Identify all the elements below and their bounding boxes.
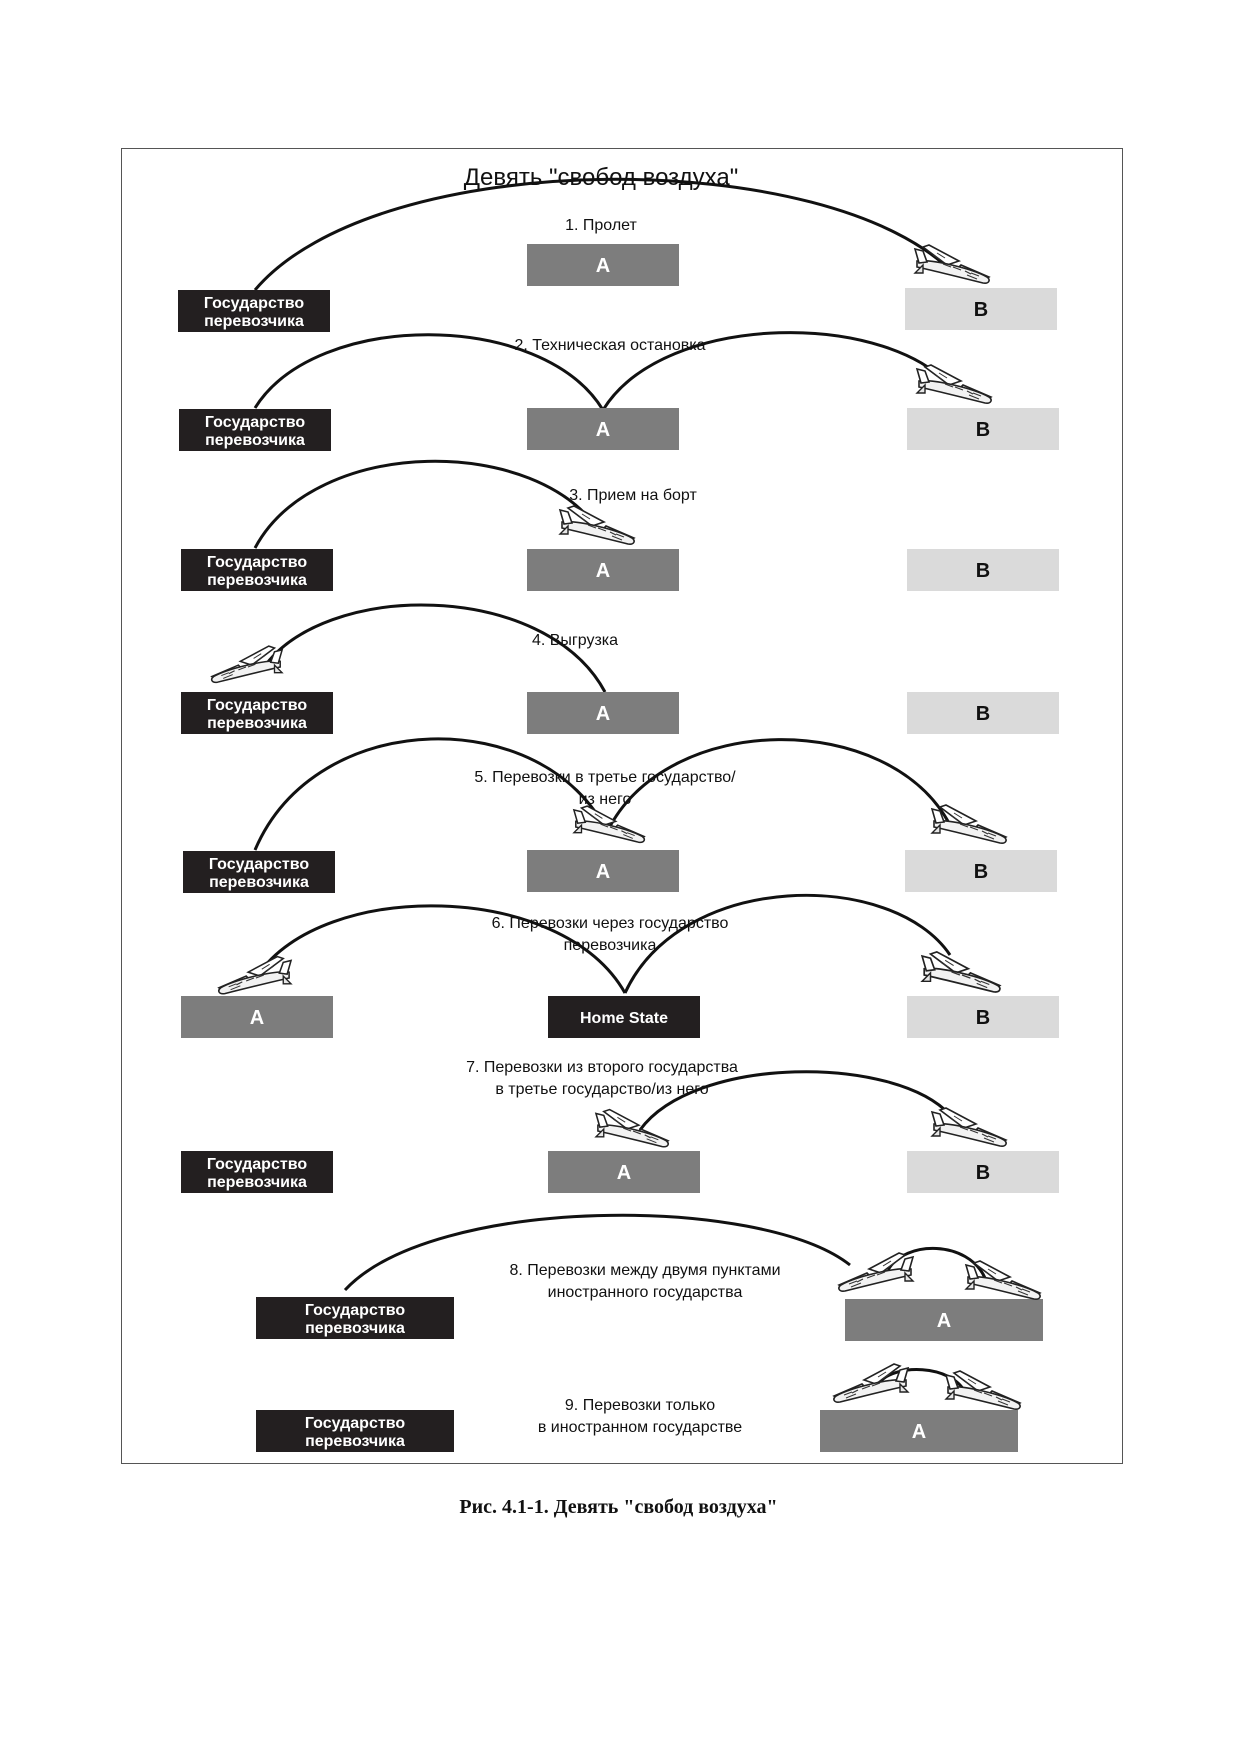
route-arc-5b (605, 738, 952, 833)
state-b-label: B (976, 1007, 990, 1029)
state-b-box: B (907, 408, 1059, 450)
state-a-box: A (527, 408, 679, 450)
state-a-label: A (596, 560, 610, 582)
freedom-6-label: 6. Перевозки через государство (492, 915, 729, 932)
freedom-7-label: 7. Перевозки из второго государства (466, 1059, 738, 1076)
state-a-box: A (527, 692, 679, 734)
state-a-label: A (250, 1007, 264, 1029)
airplane-icon (921, 951, 1001, 993)
freedom-8-label-line2: иностранного государства (548, 1284, 743, 1301)
carrier-label-line1: Государство (305, 1415, 405, 1432)
state-b-label: B (974, 861, 988, 883)
airplane-icon (573, 805, 646, 844)
route-arc-6a (256, 904, 627, 994)
freedom-9-label-line2: в иностранном государстве (538, 1419, 742, 1436)
freedom-6-label-line2: перевозчика (564, 937, 657, 954)
airplane-icon (931, 1107, 1007, 1147)
state-a-box: A (527, 244, 679, 286)
carrier-label-line1: Государство (207, 1156, 307, 1173)
state-b-box: B (907, 996, 1059, 1038)
home-state-box: Home State (548, 996, 700, 1038)
freedom-1-label: 1. Пролет (565, 217, 637, 234)
airplane-icon (916, 364, 992, 404)
freedom-8-label: 8. Перевозки между двумя пунктами (509, 1262, 780, 1279)
airplane-icon (838, 1252, 914, 1292)
state-b-box: B (905, 850, 1057, 892)
carrier-label-line2: перевозчика (305, 1433, 405, 1450)
state-a-label: A (596, 419, 610, 441)
carrier-label-line1: Государство (207, 554, 307, 571)
route-arc-4 (260, 603, 607, 693)
freedom-7-label-line2: в третье государство/из него (495, 1081, 708, 1098)
carrier-label-line2: перевозчика (207, 572, 307, 589)
carrier-label-line2: перевозчика (207, 1174, 307, 1191)
carrier-label-line1: Государство (207, 697, 307, 714)
freedom-5-label: 5. Перевозки в третье государство/ (474, 769, 736, 786)
state-a-label: A (596, 703, 610, 725)
route-arc-6b (623, 893, 952, 994)
state-b-label: B (976, 560, 990, 582)
freedom-3-label: 3. Прием на борт (569, 487, 697, 504)
state-a-label: A (937, 1310, 951, 1332)
state-a-label: A (596, 255, 610, 277)
state-a-label: A (912, 1421, 926, 1443)
airplane-icon (833, 1363, 909, 1403)
carrier-label-line1: Государство (305, 1302, 405, 1319)
state-b-box: B (907, 1151, 1059, 1193)
state-b-label: B (976, 1162, 990, 1184)
airplane-icon (559, 505, 635, 545)
route-arc-1 (253, 177, 957, 291)
state-a-box: A (527, 549, 679, 591)
carrier-label-line1: Государство (209, 856, 309, 873)
route-arc-5a (253, 737, 609, 851)
airplane-icon (945, 1370, 1021, 1410)
route-arc-8a (343, 1213, 851, 1292)
state-a-label: A (596, 861, 610, 883)
route-arc-2a (253, 333, 605, 411)
freedom-2-label: 2. Техническая остановка (514, 337, 705, 354)
freedom-4-label: 4. Выгрузка (532, 632, 618, 649)
carrier-label-line1: Государство (204, 295, 304, 312)
carrier-label-line2: перевозчика (305, 1320, 405, 1337)
airplane-icon (595, 1108, 669, 1148)
route-arc-2b (601, 331, 957, 411)
state-b-box: B (905, 288, 1057, 330)
airplane-icon (218, 955, 292, 995)
airplane-icon (210, 645, 283, 684)
carrier-label-line2: перевозчика (205, 432, 305, 449)
route-arc-3 (253, 459, 602, 549)
state-b-box: B (907, 549, 1059, 591)
state-a-box: A (181, 996, 333, 1038)
diagram-frame (121, 148, 1123, 1464)
route-arc-7 (638, 1070, 952, 1131)
figure-caption: Рис. 4.1-1. Девять "свобод воздуха" (459, 1496, 778, 1518)
state-a-label: A (617, 1162, 631, 1184)
carrier-label-line2: перевозчика (209, 874, 309, 891)
state-b-label: B (974, 299, 988, 321)
state-a-box: A (527, 850, 679, 892)
home-state-label: Home State (580, 1010, 668, 1027)
carrier-label-line1: Государство (205, 414, 305, 431)
freedom-9-label: 9. Перевозки только (565, 1397, 715, 1414)
carrier-label-line2: перевозчика (207, 715, 307, 732)
state-b-label: B (976, 419, 990, 441)
state-b-box: B (907, 692, 1059, 734)
freedom-5-label-line2: из него (579, 791, 632, 808)
carrier-label-line2: перевозчика (204, 313, 304, 330)
state-a-box: A (548, 1151, 700, 1193)
state-b-label: B (976, 703, 990, 725)
state-a-box: A (820, 1410, 1018, 1452)
state-a-box: A (845, 1299, 1043, 1341)
